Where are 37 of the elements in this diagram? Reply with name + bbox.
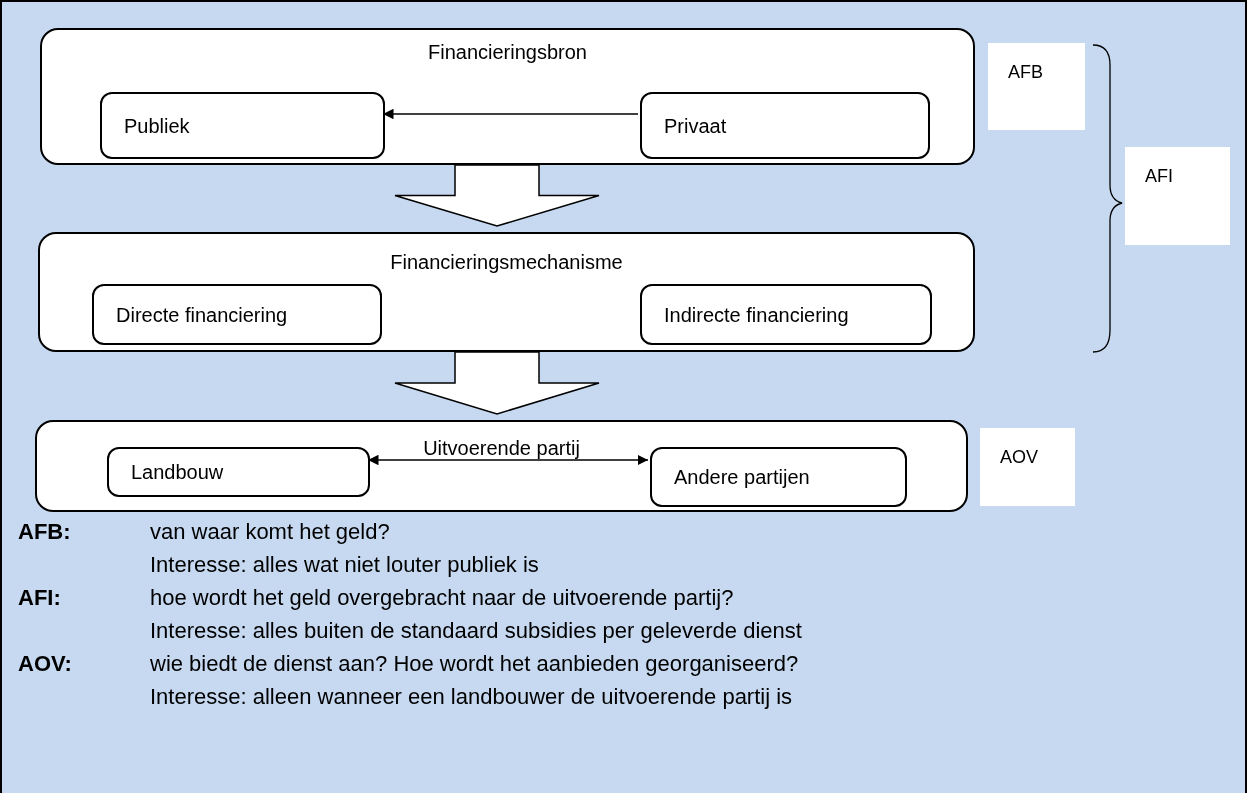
tag-label: AOV xyxy=(1000,448,1039,466)
box-label: Andere partijen xyxy=(674,467,810,487)
tag-box xyxy=(988,43,1085,130)
box-label: Indirecte financiering xyxy=(664,304,849,325)
legend-key: AFB: xyxy=(18,518,150,546)
description: hoe wordt het geld overgebracht naar de uitvoerende partij? xyxy=(150,584,735,612)
tag-box xyxy=(980,428,1075,506)
tag-label: AFI xyxy=(1145,167,1174,185)
interest-note: Interesse: alles wat niet louter publiek is xyxy=(150,551,540,579)
legend-key: AFI: xyxy=(18,584,150,612)
process-box xyxy=(100,92,385,159)
interest-note: Interesse: alleen wanneer een landbouwer de uitvoerende partij is xyxy=(150,683,794,711)
arrow xyxy=(382,108,639,120)
arrow xyxy=(367,454,649,466)
description: wie biedt de dienst aan? Hoe wordt het aanbieden georganiseerd? xyxy=(150,650,800,678)
box-label: Privaat xyxy=(664,115,727,136)
block-arrow xyxy=(394,164,600,227)
group-box xyxy=(35,420,968,512)
process-box xyxy=(107,447,370,497)
process-box xyxy=(640,284,932,345)
legend-key: AOV: xyxy=(18,650,150,678)
tag-label: AFB xyxy=(1008,63,1044,81)
block-arrow xyxy=(394,351,600,415)
group-box xyxy=(40,28,975,165)
process-box xyxy=(650,447,907,507)
group-title: Financieringsmechanisme xyxy=(390,252,623,272)
interest-note: Interesse: alles buiten de standaard subsidies per geleverde dienst xyxy=(150,617,802,645)
box-label: Landbouw xyxy=(131,462,224,482)
group-title: Uitvoerende partij xyxy=(423,438,580,458)
group-title: Financieringsbron xyxy=(428,42,587,62)
group-box xyxy=(38,232,975,352)
box-label: Publiek xyxy=(124,115,190,136)
description: van waar komt het geld? xyxy=(150,518,391,546)
tag-box xyxy=(1125,147,1230,245)
box-label: Directe financiering xyxy=(116,304,288,325)
process-box xyxy=(640,92,930,159)
process-box xyxy=(92,284,382,345)
